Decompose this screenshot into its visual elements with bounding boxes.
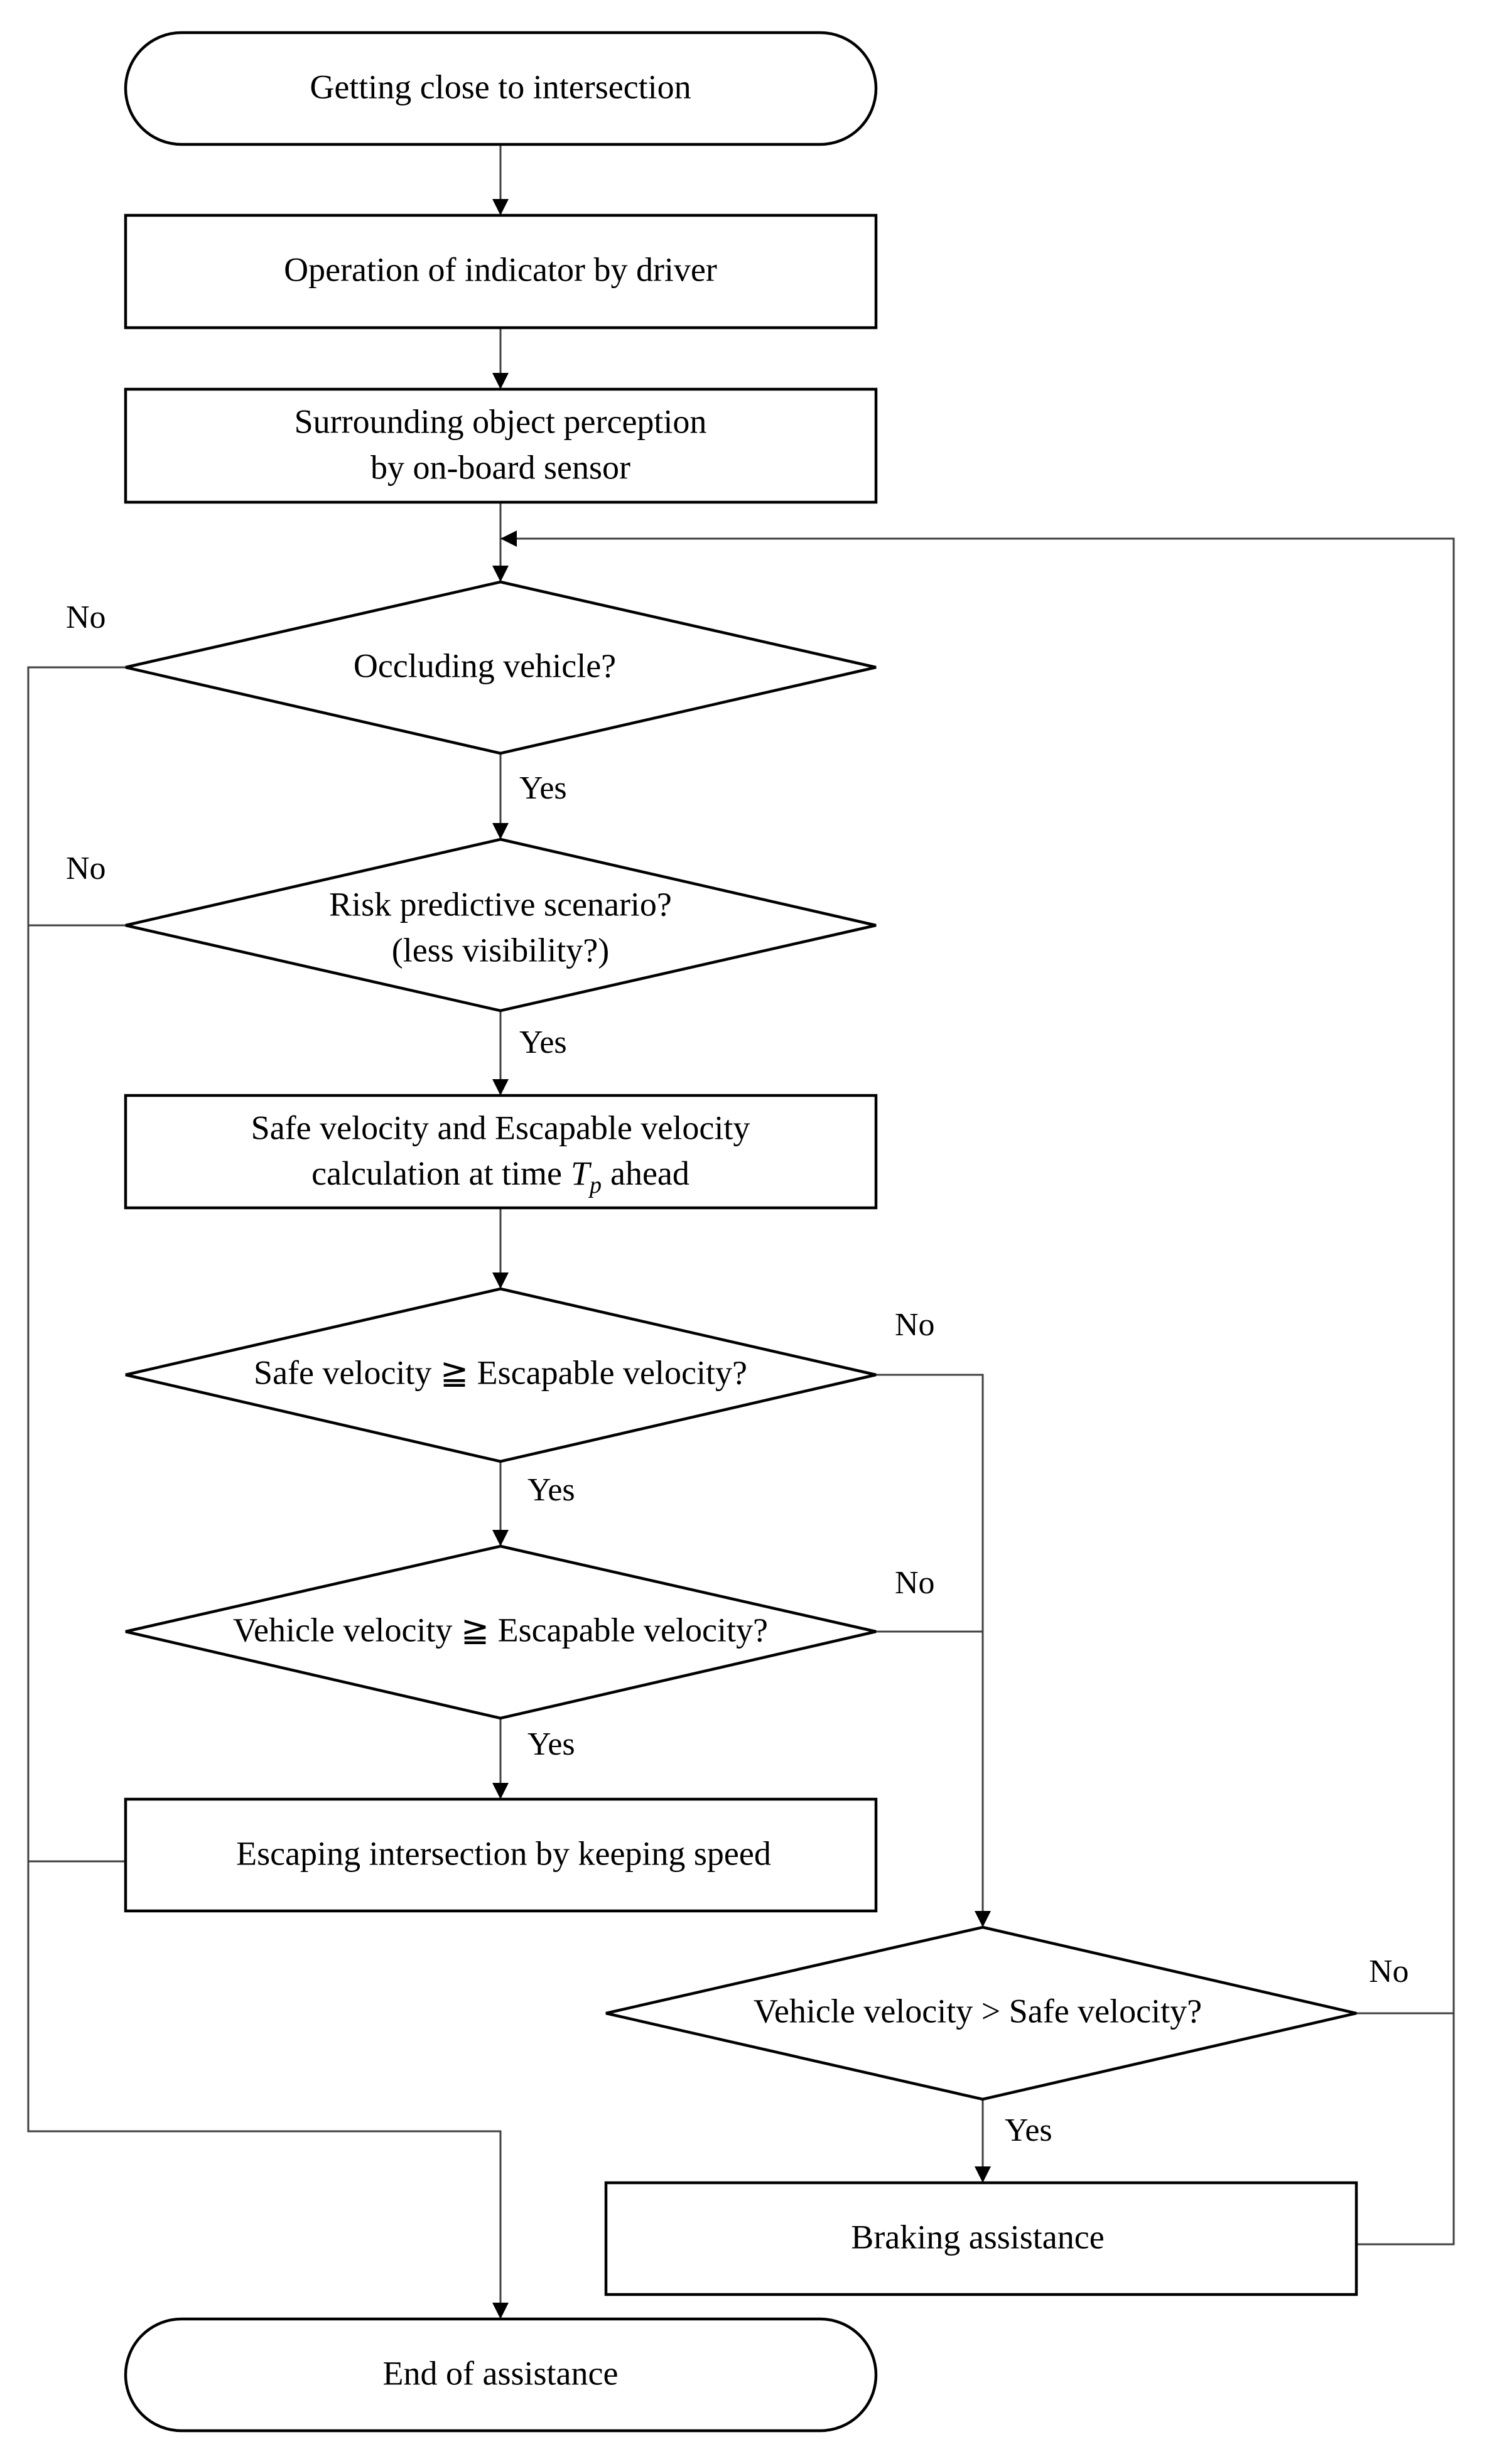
label-yes-vehicle-vs-safe: Yes (1005, 2112, 1052, 2148)
node-indicator: Operation of indicator by driver (124, 213, 878, 330)
label-yes-safe-check: Yes (527, 1472, 575, 1508)
label-no-safe-check: No (895, 1307, 935, 1343)
decision-occluding-text: Occluding vehicle? (354, 647, 616, 684)
label-yes-vehicle-check: Yes (527, 1726, 575, 1762)
decision-vehicle-vs-escapable: Vehicle velocity ≧ Escapable velocity? (125, 1544, 877, 1720)
node-start: Getting close to intersection (124, 31, 878, 146)
decision-safe-vs-escapable: Safe velocity ≧ Escapable velocity? (125, 1287, 877, 1463)
label-no-occluding: No (66, 600, 106, 635)
node-indicator-text: Operation of indicator by driver (284, 250, 717, 288)
loop-braking-back (500, 530, 1455, 2246)
label-no-vehicle-check: No (895, 1565, 935, 1601)
decision-safe-vs-escapable-text: Safe velocity ≧ Escapable velocity? (254, 1353, 747, 1391)
label-no-risk: No (66, 851, 106, 886)
node-end: End of assistance (124, 2317, 878, 2433)
node-escaping: Escaping intersection by keeping speed (124, 1797, 878, 1913)
node-perception-text-line2: by on-board sensor (370, 448, 630, 486)
no-path-occluding-to-end (27, 666, 509, 2319)
decision-risk-text-line1: Risk predictive scenario? (329, 885, 672, 923)
calc-line2-post: ahead (610, 1154, 689, 1192)
calc-line2-pre: calculation at time (311, 1154, 562, 1192)
branch-labels: No Yes No Yes No Yes No Yes No Yes (66, 600, 1409, 2148)
label-yes-occluding: Yes (519, 770, 567, 806)
decision-risk-text-line2: (less visibility?) (392, 931, 609, 969)
decision-vehicle-vs-safe: Vehicle velocity > Safe velocity? (605, 1925, 1357, 2101)
node-calculation: Safe velocity and Escapable velocity cal… (124, 1094, 878, 1210)
node-perception-text-line1: Surrounding object perception (295, 402, 707, 440)
no-path-safe-check (876, 1374, 991, 1927)
node-end-text: End of assistance (383, 2354, 619, 2392)
decision-risk: Risk predictive scenario? (less visibili… (125, 837, 877, 1013)
decision-vehicle-vs-escapable-text: Vehicle velocity ≧ Escapable velocity? (233, 1611, 768, 1649)
node-braking-text: Braking assistance (851, 2218, 1104, 2256)
decision-vehicle-vs-safe-text: Vehicle velocity > Safe velocity? (754, 1992, 1202, 2030)
calc-variable: T (571, 1154, 592, 1192)
node-escaping-text: Escaping intersection by keeping speed (236, 1834, 771, 1872)
node-calculation-text-line1: Safe velocity and Escapable velocity (251, 1109, 750, 1146)
calc-subscript: p (588, 1172, 602, 1198)
label-yes-risk: Yes (519, 1025, 567, 1060)
decision-occluding: Occluding vehicle? (125, 580, 877, 755)
label-no-vehicle-vs-safe: No (1369, 1954, 1409, 1989)
node-braking: Braking assistance (604, 2181, 1358, 2296)
node-perception: Surrounding object perception by on-boar… (124, 387, 878, 504)
node-start-text: Getting close to intersection (310, 68, 691, 105)
connectors (27, 144, 1455, 2319)
